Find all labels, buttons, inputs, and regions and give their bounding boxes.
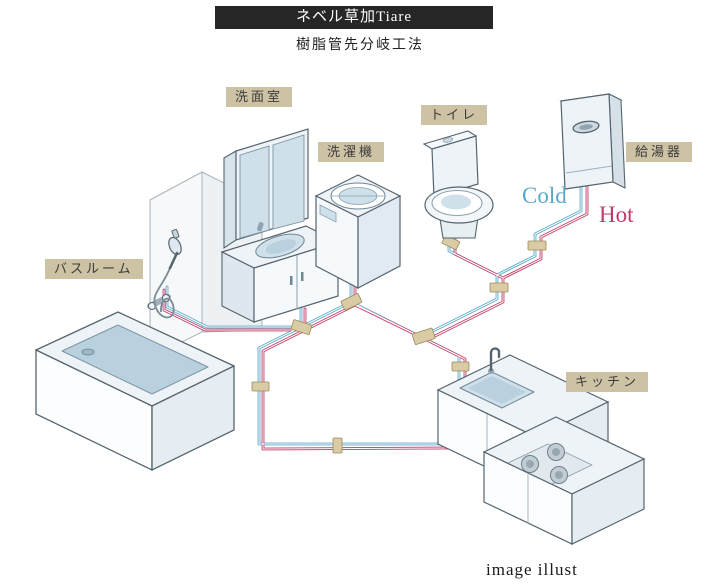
water-heater <box>559 93 626 190</box>
bath-water <box>61 324 209 395</box>
label-water-heater: 給湯器 <box>626 142 693 162</box>
washer-control-panel <box>319 204 337 223</box>
label-washroom: 洗面室 <box>226 87 293 107</box>
pipe-connectors <box>251 234 547 454</box>
vanity-faucet <box>257 222 264 232</box>
shower-unit <box>147 228 182 319</box>
flush-button <box>442 137 454 143</box>
bathtub <box>35 311 235 472</box>
shower-hose <box>153 267 175 319</box>
hot-pipe-label: Hot <box>599 202 634 227</box>
label-washing-machine: 洗濯機 <box>318 142 385 162</box>
label-bathroom: バスルーム <box>45 259 143 279</box>
shower-bracket <box>171 228 180 239</box>
title-banner: ネベル草加Tiare <box>215 6 493 29</box>
vanity-unit <box>220 128 340 323</box>
label-kitchen: キッチン <box>566 372 649 392</box>
image-caption: image illust <box>486 560 578 579</box>
toilet-tank <box>431 135 479 198</box>
label-toilet: トイレ <box>421 105 488 125</box>
washing-machine <box>314 174 402 289</box>
toilet <box>422 130 494 239</box>
cold-pipe-label: Cold <box>522 183 567 208</box>
bath-drain <box>81 348 95 356</box>
diagram-subtitle: 樹脂管先分岐工法 <box>296 38 424 53</box>
kitchen-faucet <box>489 347 501 372</box>
shower-head <box>168 236 182 256</box>
kitchen-counter <box>436 347 646 545</box>
